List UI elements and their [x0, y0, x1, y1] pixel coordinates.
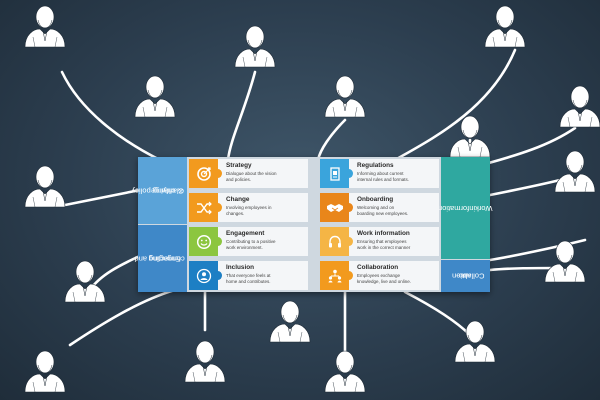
band-clarifying-policy: Clarifying policy& change: [132, 157, 187, 224]
shuffle-icon: [189, 193, 222, 222]
person-figure: [554, 150, 596, 193]
person-figure: [269, 300, 311, 343]
headset-icon: [320, 227, 353, 256]
person-figure: [24, 5, 66, 48]
card-title: Work information: [357, 230, 410, 237]
card-title: Strategy: [226, 162, 252, 169]
person-figure: [184, 340, 226, 383]
team-icon: [320, 261, 353, 290]
person-figure: [24, 165, 66, 208]
person-figure: [324, 350, 366, 393]
smiley-icon: [189, 227, 222, 256]
person-figure: [484, 5, 526, 48]
band-label: connecting: [148, 254, 186, 263]
person-figure: [134, 75, 176, 118]
card-title: Regulations: [357, 162, 394, 169]
card-title: Change: [226, 196, 250, 203]
card-title: Collaboration: [357, 264, 399, 271]
person-figure: [559, 85, 600, 128]
band-label: ration: [451, 271, 471, 281]
handshake-icon: [320, 193, 353, 222]
card-title: Engagement: [226, 230, 265, 237]
band-work-information: Workinformation: [438, 157, 493, 259]
card-title: Onboarding: [357, 196, 394, 203]
band-collaboration: Collabo-ration: [441, 260, 490, 292]
card-work-information[interactable]: Work information Ensuring that employees…: [320, 227, 439, 256]
target-icon: [189, 159, 222, 188]
band-label: & change: [151, 186, 183, 195]
person-figure: [24, 350, 66, 393]
band-label: Workinformation: [438, 203, 493, 213]
card-title: Inclusion: [226, 264, 255, 271]
person-icon: [189, 261, 222, 290]
person-figure: [234, 25, 276, 68]
person-figure: [544, 240, 586, 283]
person-figure: [64, 260, 106, 303]
document-icon: [320, 159, 353, 188]
person-figure: [324, 75, 366, 118]
person-figure: [449, 115, 491, 158]
person-figure: [454, 320, 496, 363]
